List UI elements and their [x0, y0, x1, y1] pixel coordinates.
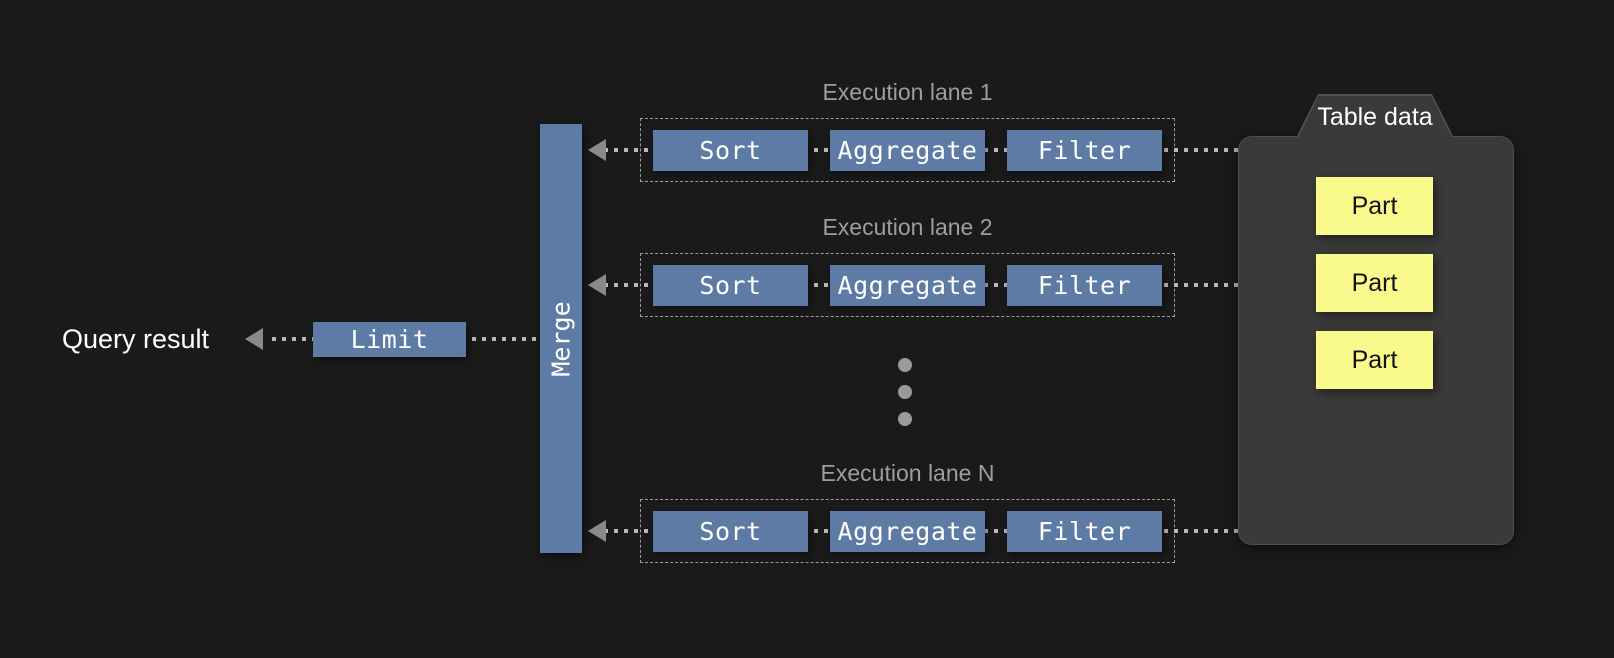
- operator-aggregate-lane-n[interactable]: Aggregate: [830, 511, 985, 552]
- arrowhead-query-result: [245, 328, 263, 350]
- operator-aggregate-lane-1[interactable]: Aggregate: [830, 130, 985, 171]
- arrowhead-lane-1: [588, 139, 606, 161]
- lane-ellipsis-dot: [898, 358, 912, 372]
- part-block-2[interactable]: Part: [1316, 254, 1433, 312]
- lane-label-2: Execution lane 2: [822, 214, 993, 240]
- lane-label-1: Execution lane 1: [822, 79, 993, 105]
- merge-label: Merge: [546, 300, 576, 377]
- table-data-title: Table data: [1317, 102, 1433, 131]
- operator-filter-lane-1[interactable]: Filter: [1007, 130, 1162, 171]
- operator-limit[interactable]: Limit: [313, 322, 466, 357]
- operator-filter-lane-2[interactable]: Filter: [1007, 265, 1162, 306]
- arrowhead-lane-2: [588, 274, 606, 296]
- query-result-label: Query result: [62, 324, 210, 354]
- table-data-tab: Table data: [1297, 95, 1453, 140]
- operator-sort-lane-2[interactable]: Sort: [653, 265, 808, 306]
- operator-sort-lane-1[interactable]: Sort: [653, 130, 808, 171]
- part-block-3[interactable]: Part: [1316, 331, 1433, 389]
- operator-sort-lane-n[interactable]: Sort: [653, 511, 808, 552]
- lane-ellipsis-dot: [898, 412, 912, 426]
- lane-label-n: Execution lane N: [820, 460, 995, 486]
- lane-ellipsis-dot: [898, 385, 912, 399]
- part-block-1[interactable]: Part: [1316, 177, 1433, 235]
- merge-bar[interactable]: Merge: [540, 124, 582, 553]
- operator-aggregate-lane-2[interactable]: Aggregate: [830, 265, 985, 306]
- table-data-tab-seam: [1300, 133, 1450, 140]
- arrowhead-lane-n: [588, 520, 606, 542]
- operator-filter-lane-n[interactable]: Filter: [1007, 511, 1162, 552]
